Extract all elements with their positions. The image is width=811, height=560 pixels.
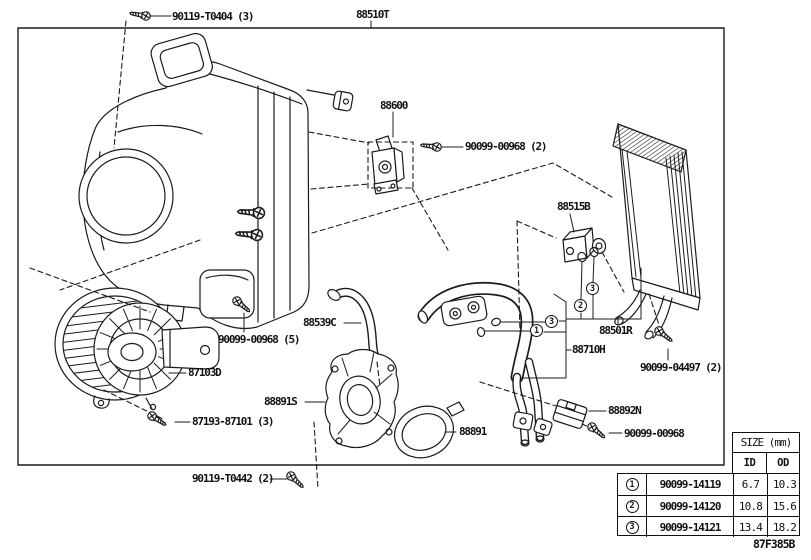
- label-cooler-unit: 88510T: [356, 8, 390, 21]
- screw-icon: [419, 140, 443, 153]
- label-hose: 88539C: [303, 316, 337, 329]
- label-screw-00968-2: 90099-00968 (2): [465, 140, 548, 153]
- id-value: 10.8: [733, 496, 767, 516]
- evaporator-drawing: [612, 123, 701, 340]
- part-number: 90099-14121: [646, 517, 733, 537]
- size-marker-3: 3: [545, 315, 558, 328]
- label-screw-04497: 90099-04497 (2): [640, 361, 723, 374]
- table-row: 1 90099-14119 6.7 10.3: [618, 474, 799, 495]
- size-table: 1 90099-14119 6.7 10.3 2 90099-14120 10.…: [617, 473, 800, 537]
- size-table-title: SIZE (mm): [732, 432, 800, 453]
- row-marker: 3: [625, 520, 639, 534]
- o-ring: [476, 326, 486, 338]
- label-valve: 88515B: [557, 200, 591, 213]
- size-marker-1: 1: [530, 324, 543, 337]
- leader-lines: [149, 15, 669, 480]
- duct-opening: [150, 32, 213, 88]
- housing-tab: [332, 90, 354, 112]
- screw-icon: [128, 8, 152, 22]
- expansion-valve-drawing: [562, 227, 607, 263]
- table-row: 2 90099-14120 10.8 15.6: [618, 495, 799, 516]
- pipe-clamp-drawing: [552, 399, 588, 429]
- screw-icon: [284, 469, 307, 491]
- cooler-pipe-drawing: [417, 281, 553, 447]
- drain-plate-drawing: [324, 348, 399, 449]
- label-clamp: 88892N: [608, 404, 642, 417]
- table-row: 3 90099-14121 13.4 18.2: [618, 516, 799, 537]
- column-header-id: ID: [743, 457, 756, 469]
- size-marker-2: 2: [574, 299, 587, 312]
- row-marker: 2: [625, 499, 639, 513]
- label-pipe: 88710H: [572, 343, 606, 356]
- label-screw-00968-5: 90099-00968 (5): [218, 333, 301, 346]
- blower-motor-drawing: [54, 287, 220, 411]
- part-number: 90099-14120: [646, 496, 733, 516]
- screw-icon: [145, 409, 169, 430]
- hvac-housing-drawing: [78, 32, 354, 330]
- label-screw-t0442: 90119-T0442 (2): [192, 472, 275, 485]
- od-value: 10.3: [767, 474, 801, 495]
- assembly-dashed-lines: [29, 20, 661, 490]
- id-value: 6.7: [733, 474, 767, 495]
- size-table-columns: ID OD: [732, 452, 800, 474]
- label-screw-t0404: 90119-T0404 (3): [172, 10, 255, 23]
- o-ring: [577, 251, 587, 263]
- screw-icon: [585, 420, 608, 442]
- od-value: 18.2: [767, 517, 801, 537]
- label-servo: 88600: [380, 99, 408, 112]
- label-evaporator: 88501R: [599, 324, 633, 337]
- od-value: 15.6: [767, 496, 801, 516]
- ring-seal-drawing: [394, 401, 465, 459]
- part-number: 90099-14119: [646, 474, 733, 495]
- servo-motor-drawing: [371, 135, 405, 195]
- o-ring: [589, 246, 599, 258]
- label-blower-motor: 87103D: [188, 366, 222, 379]
- id-value: 13.4: [733, 517, 767, 537]
- label-screw-00968: 90099-00968: [624, 427, 685, 440]
- label-screw-87193: 87193-87101 (3): [192, 415, 275, 428]
- o-ring: [491, 317, 501, 327]
- water-hose-drawing: [327, 288, 381, 363]
- size-marker-3: 3: [586, 282, 599, 295]
- figure-code: 87F385B: [753, 537, 795, 551]
- row-marker: 1: [625, 478, 639, 491]
- screw-icon: [652, 324, 676, 346]
- column-header-od: OD: [766, 453, 799, 473]
- label-ring: 88891: [459, 425, 487, 438]
- label-plate: 88891S: [264, 395, 298, 408]
